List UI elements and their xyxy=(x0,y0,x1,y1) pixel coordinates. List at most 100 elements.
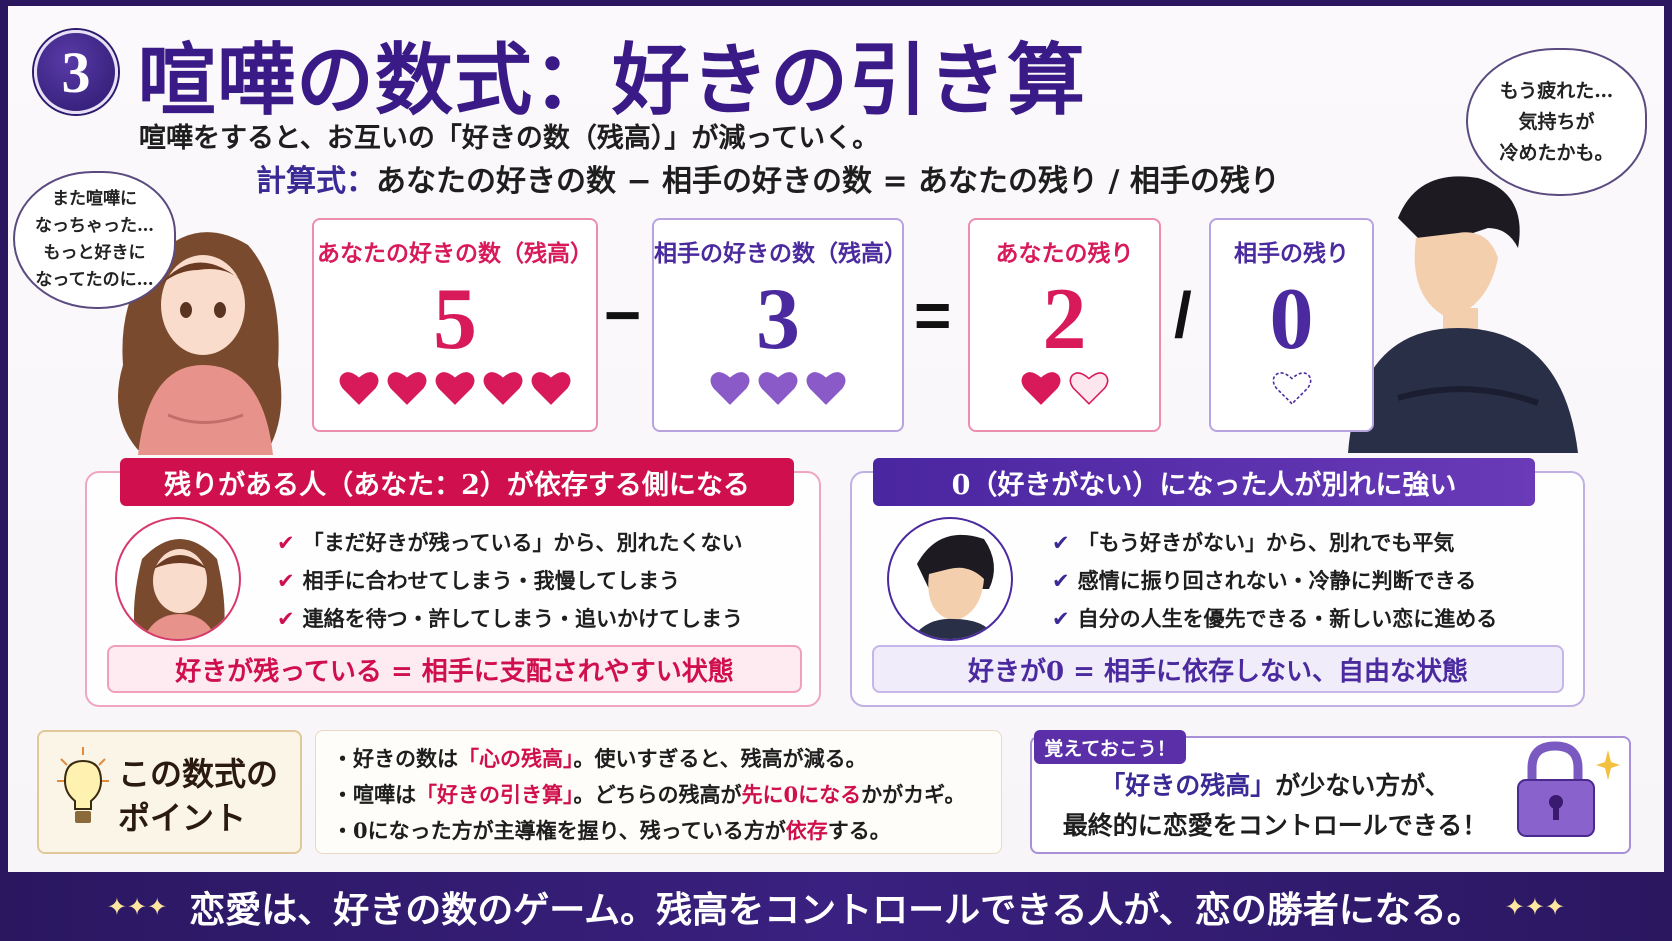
bullet-text: 。使いすぎると、残高が減る。 xyxy=(573,746,867,771)
bullet-text: ・喧嘩は xyxy=(332,782,416,807)
heart-row xyxy=(314,368,596,406)
bubble-line: なってたのに… xyxy=(35,270,154,290)
box-title: 相手の好きの数（残高） xyxy=(654,240,907,267)
your-like-count-box: あなたの好きの数（残高） 5 xyxy=(312,218,598,432)
remember-line-text: が少ない方が、 xyxy=(1275,771,1450,800)
man-avatar xyxy=(887,517,1013,641)
box-title: 相手の残り xyxy=(1234,240,1349,267)
remember-line: 最終的に恋愛をコントロールできる！ xyxy=(1062,811,1488,840)
check-icon: ✔ xyxy=(277,607,295,631)
filled-heart-icon xyxy=(435,372,475,405)
bubble-line: なっちゃった… xyxy=(35,216,154,236)
filled-heart-icon xyxy=(387,372,427,405)
girl-thought-bubble: また喧嘩に なっちゃった… もっと好きに なってたのに… xyxy=(13,171,176,309)
check-icon: ✔ xyxy=(1052,531,1070,555)
filled-heart-icon xyxy=(1021,372,1060,405)
bullet-text: 。どちらの残高が xyxy=(573,782,742,807)
formula-text: あなたの好きの数 − 相手の好きの数 = あなたの残り / 相手の残り xyxy=(376,164,1280,199)
filled-heart-icon xyxy=(758,372,798,405)
bullet-text: ・0になった方が主導権を握り、残っている方が xyxy=(332,818,786,843)
remember-line: 「好きの残高」が少ない方が、 xyxy=(1040,766,1510,806)
partner-remaining-box: 相手の残り 0 xyxy=(1209,218,1374,432)
strong-side-list: ✔ 「もう好きがない」から、別れでも平気 ✔ 感情に振り回されない・冷静に判断できる… xyxy=(1052,524,1497,638)
bullet-text: する。 xyxy=(827,818,891,843)
bullet-item: ・喧嘩は「好きの引き算」。どちらの残高が先に0になるかがカギ。 xyxy=(332,777,985,813)
equals-operator: = xyxy=(914,279,952,351)
bubble-line: もっと好きに xyxy=(43,243,146,263)
bubble-line: また喧嘩に xyxy=(52,189,137,209)
bullet-highlight: 先に0になる xyxy=(741,782,862,807)
page-title: 喧嘩の数式：好きの引き算 xyxy=(138,37,1087,124)
bullet-highlight: 「好きの引き算」 xyxy=(416,782,574,807)
list-item-text: 「まだ好きが残っている」から、別れたくない xyxy=(302,530,743,555)
subtitle: 喧嘩をすると、お互いの「好きの数（残高）」が減っていく。 xyxy=(139,123,880,154)
point-bullets: ・好きの数は「心の残高」。使いすぎると、残高が減る。 ・喧嘩は「好きの引き算」。… xyxy=(315,730,1002,854)
check-icon: ✔ xyxy=(277,531,295,555)
bullet-item: ・0になった方が主導権を握り、残っている方が依存する。 xyxy=(332,813,985,849)
girl-illustration xyxy=(118,232,282,455)
check-icon: ✔ xyxy=(1052,569,1070,593)
bullet-highlight: 「心の残高」 xyxy=(458,746,574,771)
heart-row xyxy=(970,368,1159,406)
sparkle-icon: ✦✦✦ xyxy=(106,892,168,921)
sparkle-icon: ✦✦✦ xyxy=(1504,892,1566,921)
banner-text: 恋愛は、好きの数のゲーム。残高をコントロールできる人が、恋の勝者になる。 xyxy=(189,888,1483,931)
remember-text: 「好きの残高」が少ない方が、 最終的に恋愛をコントロールできる！ xyxy=(1040,766,1510,846)
minus-operator: − xyxy=(604,279,642,351)
list-item-text: 自分の人生を優先できる・新しい恋に進める xyxy=(1077,606,1498,631)
list-item: ✔ 「もう好きがない」から、別れでも平気 xyxy=(1052,524,1497,562)
bullet-highlight: 依存 xyxy=(785,818,828,843)
bubble-line: もう疲れた… xyxy=(1499,79,1614,102)
list-item-text: 「もう好きがない」から、別れでも平気 xyxy=(1077,530,1455,555)
heart-row xyxy=(1211,368,1372,406)
filled-heart-icon xyxy=(339,372,379,405)
strong-side-summary: 好きが0 = 相手に依存しない、自由な状態 xyxy=(872,645,1564,693)
check-icon: ✔ xyxy=(277,569,295,593)
section-number-badge: 3 xyxy=(34,30,118,114)
list-item-text: 連絡を待つ・許してしまう・追いかけてしまう xyxy=(302,606,743,631)
point-title: この数式の ポイント xyxy=(118,752,278,840)
box-value: 0 xyxy=(1269,271,1314,368)
your-remaining-box: あなたの残り 2 xyxy=(968,218,1161,432)
bottom-banner: ✦✦✦ 恋愛は、好きの数のゲーム。残高をコントロールできる人が、恋の勝者になる。… xyxy=(0,872,1672,941)
formula-label: 計算式： xyxy=(256,164,376,199)
point-title-line: この数式の xyxy=(118,755,279,793)
lightbulb-icon xyxy=(57,747,109,823)
bubble-line: 気持ちが xyxy=(1518,110,1595,133)
box-value: 2 xyxy=(1042,271,1087,368)
slash-operator: / xyxy=(1174,279,1192,351)
box-title: あなたの残り xyxy=(995,240,1134,267)
man-thought-bubble: もう疲れた… 気持ちが 冷めたかも。 xyxy=(1466,48,1647,196)
man-illustration xyxy=(1348,176,1578,453)
filled-heart-icon xyxy=(531,372,571,405)
box-value: 3 xyxy=(756,271,800,368)
partner-like-count-box: 相手の好きの数（残高） 3 xyxy=(652,218,907,432)
filled-heart-icon xyxy=(483,372,523,405)
list-item: ✔ 相手に合わせてしまう・我慢してしまう xyxy=(277,562,743,600)
remember-tag: 覚えておこう！ xyxy=(1034,730,1186,764)
remember-quote: 「好きの残高」 xyxy=(1100,771,1276,800)
dependent-side-list: ✔ 「まだ好きが残っている」から、別れたくない ✔ 相手に合わせてしまう・我慢してし… xyxy=(277,524,743,638)
list-item: ✔ 感情に振り回されない・冷静に判断できる xyxy=(1052,562,1497,600)
bullet-text: かがカギ。 xyxy=(861,782,966,807)
formula-line: 計算式：あなたの好きの数 − 相手の好きの数 = あなたの残り / 相手の残り xyxy=(256,156,1280,200)
bullet-item: ・好きの数は「心の残高」。使いすぎると、残高が減る。 xyxy=(332,741,985,777)
list-item-text: 感情に振り回されない・冷静に判断できる xyxy=(1077,568,1477,593)
dependent-side-heading: 残りがある人（あなた：2）が依存する側になる xyxy=(120,458,794,506)
sparkle-icon xyxy=(1596,750,1620,780)
list-item: ✔ 「まだ好きが残っている」から、別れたくない xyxy=(277,524,743,562)
filled-heart-icon xyxy=(806,372,846,405)
empty-heart-icon xyxy=(1272,372,1311,405)
dependent-side-summary: 好きが残っている = 相手に支配されやすい状態 xyxy=(107,645,802,693)
strong-side-heading: 0（好きがない）になった人が別れに強い xyxy=(873,458,1535,506)
list-item: ✔ 連絡を待つ・許してしまう・追いかけてしまう xyxy=(277,600,743,638)
empty-heart-icon xyxy=(1069,372,1108,405)
bullet-text: ・好きの数は xyxy=(332,746,458,771)
list-item: ✔自分の人生を優先できる・新しい恋に進める xyxy=(1052,600,1497,638)
girl-avatar xyxy=(115,517,241,641)
list-item-text: 相手に合わせてしまう・我慢してしまう xyxy=(302,568,680,593)
heart-row xyxy=(654,368,902,406)
bubble-line: 冷めたかも。 xyxy=(1499,141,1614,164)
box-value: 5 xyxy=(433,271,477,368)
point-title-line: ポイント xyxy=(118,799,247,837)
